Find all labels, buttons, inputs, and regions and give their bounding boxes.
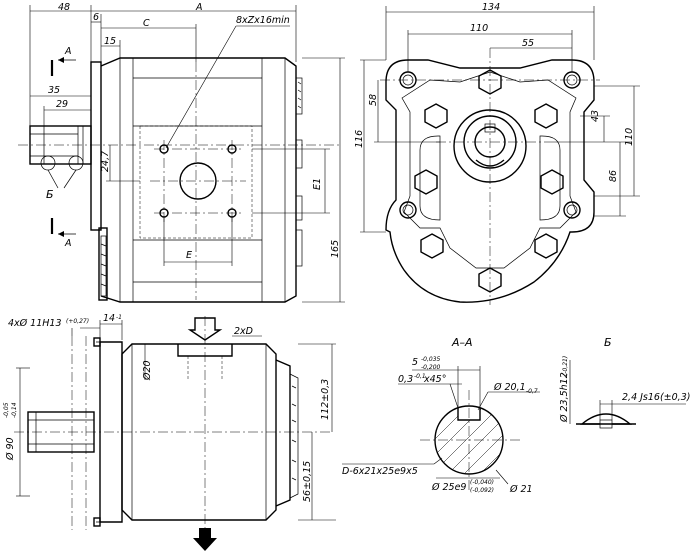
dim-d20-1: Ø 20,1: [493, 382, 526, 393]
svg-text:A: A: [64, 46, 72, 57]
section-aa-title: A–A: [451, 336, 473, 349]
dim-2xd: 2xD: [234, 326, 253, 337]
dim-35: 35: [48, 85, 60, 96]
dim-134: 134: [482, 2, 500, 13]
dim-116: 116: [354, 130, 365, 148]
bottom-view: 4xØ 11H13 (+0,27) 14 -1 2xD Ø20 Ø 90 -0,…: [3, 313, 336, 551]
svg-text:-0,05: -0,05: [3, 402, 10, 418]
dim-43: 43: [590, 110, 601, 122]
bolt-heads-left: [100, 235, 107, 297]
dim-86: 86: [608, 170, 619, 182]
svg-text:(-0,040): (-0,040): [470, 479, 494, 486]
dim-d23-5: Ø 23,5h12: [559, 372, 570, 423]
side-left-dimensions: 116 58: [354, 59, 440, 233]
dim-110: 110: [470, 23, 488, 34]
svg-text:-1: -1: [116, 314, 122, 321]
front-view: Б A A 48 6 C: [18, 2, 345, 303]
dim-14: 14: [103, 313, 115, 324]
detail-b-profile: [580, 413, 632, 425]
dim-2-4: 2,4 Js16(±0,3): [622, 392, 690, 403]
svg-text:-0,7: -0,7: [526, 388, 538, 395]
pump-body: [100, 57, 297, 303]
dim-6: 6: [93, 12, 99, 23]
dim-5: 5: [412, 357, 418, 368]
callout-circle-b1: [40, 155, 56, 171]
section-keyway: [457, 408, 481, 421]
flange-lower: [98, 227, 108, 301]
dim-d21: Ø 21: [509, 484, 533, 495]
svg-text:(-0,092): (-0,092): [470, 487, 494, 494]
svg-text:-0,1: -0,1: [414, 373, 426, 380]
dim-15: 15: [104, 36, 116, 47]
dim-d20: Ø20: [142, 360, 153, 381]
side-view: 134 110 55 116 58 43 110: [354, 2, 640, 305]
dim-56: 56±0,15: [302, 461, 313, 502]
svg-text:A: A: [64, 238, 72, 249]
section-mark-bottom: A: [50, 218, 76, 249]
svg-text:(+0,27): (+0,27): [66, 318, 89, 325]
dim-165: 165: [330, 240, 341, 258]
callout-circle-b2: [68, 155, 84, 171]
dim-a: A: [195, 2, 203, 13]
port-circle: [179, 162, 217, 200]
flange-outline: [385, 59, 595, 303]
callout-label-b: Б: [46, 188, 54, 201]
dim-e: E: [186, 250, 192, 261]
svg-text:(-0,21): (-0,21): [562, 356, 569, 376]
dim-58: 58: [368, 94, 379, 106]
svg-text:-0,200: -0,200: [421, 364, 441, 371]
side-top-dimensions: 134 110 55: [385, 2, 595, 72]
side-right-dimensions: 43 110 86: [544, 85, 640, 217]
detail-b-title: Б: [604, 336, 612, 349]
holes-spec: 8xZx16min: [236, 15, 290, 26]
section-mark-top: A: [50, 46, 76, 76]
front-top-dimensions: 48 6 C A 15 8xZx16min: [29, 2, 297, 149]
detail-b: Б Ø 23,5h12 (-0,21) 2,4 Js16(±0,3): [559, 336, 690, 429]
dim-112: 112±0,3: [320, 379, 331, 420]
front-bottom-dimensions: E: [163, 217, 233, 266]
dim-110-vertical: 110: [624, 128, 635, 146]
bottom-dimensions: 4xØ 11H13 (+0,27) 14 -1 2xD Ø20 Ø 90 -0,…: [3, 313, 336, 521]
dim-55: 55: [522, 38, 534, 49]
dim-e1: E1: [312, 178, 323, 190]
outlet-arrow: [193, 528, 217, 551]
dim-c: C: [143, 18, 150, 29]
svg-text:-0,14: -0,14: [11, 402, 18, 418]
hex-bolts: [414, 69, 564, 293]
dim-24-7: 24,7: [100, 151, 111, 172]
spline-spec: D-6x21x25e9x5: [342, 466, 418, 477]
holes-spec-bottom: 4xØ 11H13: [8, 318, 61, 329]
bolt-heads-right: [295, 77, 303, 267]
shaft-dimensions: 35 29 24,7: [30, 85, 140, 182]
dim-29: 29: [56, 99, 68, 110]
dim-d25: Ø 25e9: [431, 482, 466, 493]
svg-text:-0,035: -0,035: [421, 356, 441, 363]
front-right-dimensions: E1 165: [252, 57, 345, 303]
chamfer: 0,3: [398, 374, 413, 385]
flange-plate: [90, 61, 102, 231]
svg-text:x45°: x45°: [423, 374, 446, 385]
bottom-flange: [99, 341, 123, 523]
inlet-arrow: [187, 317, 223, 341]
section-aa: A–A 5 -0,035 -0,200 0,3 -0,1 x4: [342, 336, 540, 495]
dim-48: 48: [58, 2, 70, 13]
dim-d90: Ø 90: [5, 437, 16, 461]
